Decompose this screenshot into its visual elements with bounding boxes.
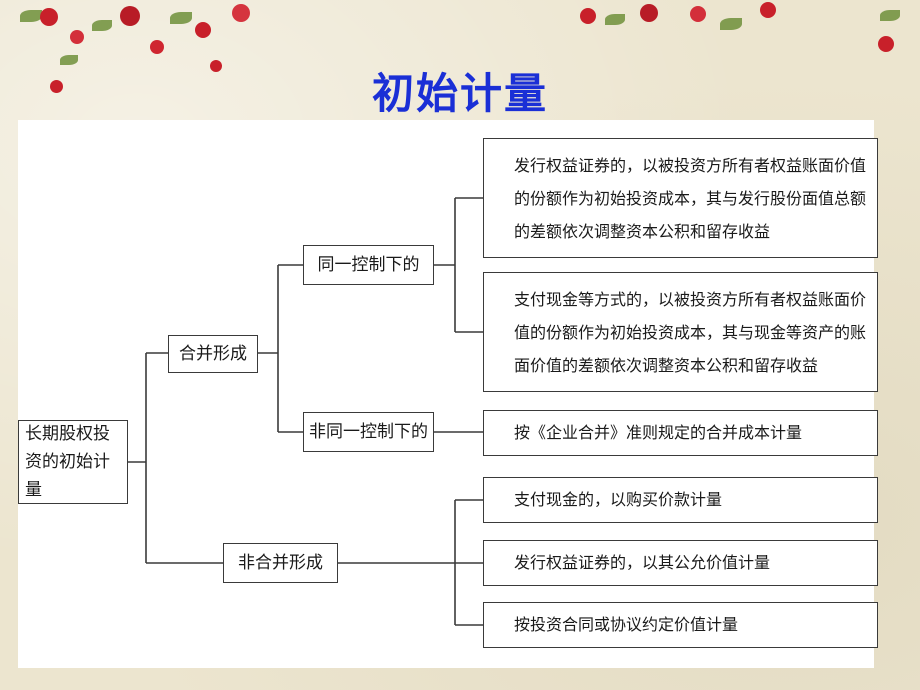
flower-decoration — [690, 6, 706, 22]
leaf-node: 支付现金等方式的，以被投资方所有者权益账面价值的份额作为初始投资成本，其与现金等… — [483, 272, 878, 392]
leaf-decoration — [170, 12, 192, 24]
leaf-node-text: 按《企业合并》准则规定的合并成本计量 — [514, 423, 803, 442]
leaf-decoration — [60, 55, 78, 65]
flower-decoration — [878, 36, 894, 52]
subbranch-node-non-common-control: 非同一控制下的 — [303, 412, 434, 452]
leaf-node-text: 发行权益证券的，以被投资方所有者权益账面价值的份额作为初始投资成本，其与发行股份… — [514, 155, 867, 241]
subbranch-node-common-control: 同一控制下的 — [303, 245, 434, 285]
leaf-node: 支付现金的，以购买价款计量 — [483, 477, 878, 523]
leaf-decoration — [92, 20, 112, 31]
flower-decoration — [40, 8, 58, 26]
flower-decoration — [760, 2, 776, 18]
diagram-panel: 长期股权投资的初始计量 合并形成 非合并形成 同一控制下的 非同一控制下的 发行… — [18, 120, 878, 668]
flower-decoration — [50, 80, 63, 93]
flower-decoration — [195, 22, 211, 38]
branch-node-label: 合并形成 — [179, 344, 247, 364]
leaf-decoration — [880, 10, 900, 21]
leaf-decoration — [20, 10, 42, 22]
leaf-node: 发行权益证券的，以被投资方所有者权益账面价值的份额作为初始投资成本，其与发行股份… — [483, 138, 878, 258]
leaf-decoration — [720, 18, 742, 30]
branch-node-label: 非合并形成 — [238, 553, 323, 573]
branch-node-merger: 合并形成 — [168, 335, 258, 373]
subbranch-node-label: 同一控制下的 — [317, 255, 420, 275]
leaf-node-text: 支付现金等方式的，以被投资方所有者权益账面价值的份额作为初始投资成本，其与现金等… — [514, 289, 867, 375]
connector-lines — [128, 197, 483, 626]
flower-decoration — [70, 30, 84, 44]
leaf-node-text: 支付现金的，以购买价款计量 — [514, 490, 723, 509]
flower-decoration — [640, 4, 658, 22]
flower-decoration — [210, 60, 222, 72]
leaf-decoration — [605, 14, 625, 25]
leaf-node: 发行权益证券的，以其公允价值计量 — [483, 540, 878, 586]
page-title: 初始计量 — [371, 69, 548, 118]
flower-decoration — [232, 4, 250, 22]
leaf-node: 按投资合同或协议约定价值计量 — [483, 602, 878, 648]
branch-node-non-merger: 非合并形成 — [223, 543, 338, 583]
flower-decoration — [580, 8, 596, 24]
flower-decoration — [120, 6, 140, 26]
flower-decoration — [150, 40, 164, 54]
root-node-label: 长期股权投资的初始计量 — [25, 424, 110, 500]
leaf-node: 按《企业合并》准则规定的合并成本计量 — [483, 410, 878, 456]
leaf-node-text: 按投资合同或协议约定价值计量 — [514, 615, 739, 634]
subbranch-node-label: 非同一控制下的 — [309, 422, 428, 442]
root-node: 长期股权投资的初始计量 — [18, 420, 128, 504]
leaf-node-text: 发行权益证券的，以其公允价值计量 — [514, 553, 771, 572]
